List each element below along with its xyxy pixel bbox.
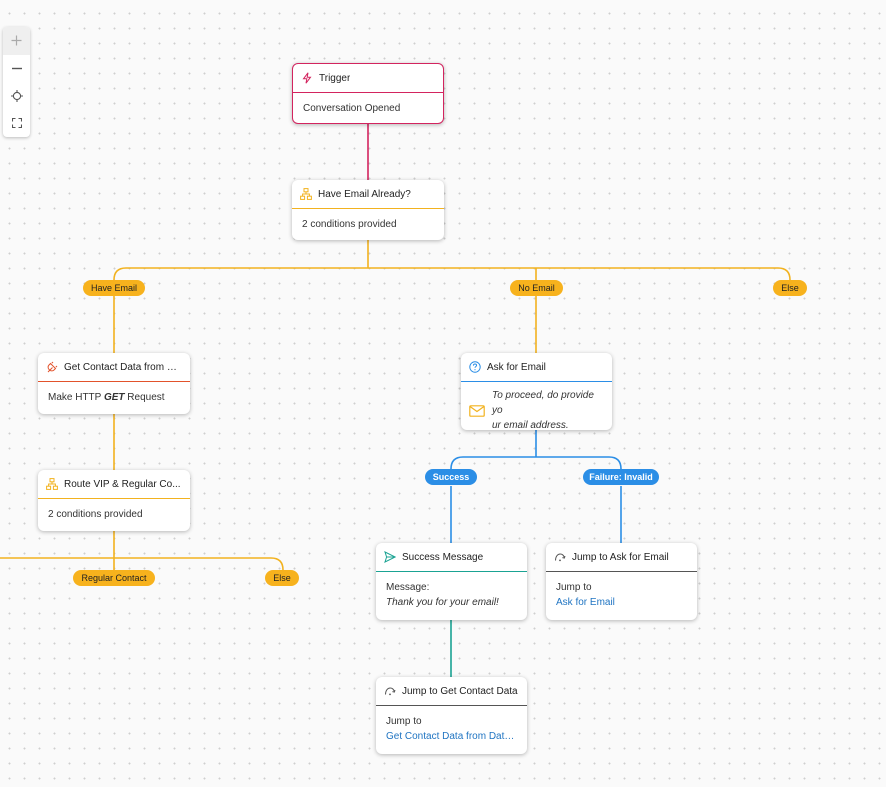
http-request-node[interactable]: Get Contact Data from D... Make HTTP GET… (38, 353, 190, 414)
crosshair-icon (10, 89, 23, 102)
jump-icon (555, 553, 566, 562)
zoom-out-button[interactable] (3, 55, 30, 83)
node-title: Jump to Ask for Email (572, 551, 669, 563)
branch-icon (300, 188, 312, 200)
edge-route-branches (0, 531, 284, 571)
question-icon (469, 361, 481, 373)
jump-label: Jump to (556, 582, 592, 593)
fit-screen-button[interactable] (3, 110, 30, 138)
jump-target-link[interactable]: Ask for Email (556, 597, 615, 608)
branch-have-email[interactable]: Have Email (83, 280, 145, 296)
minus-icon (11, 67, 22, 69)
fit-screen-icon (11, 118, 22, 129)
branch-no-email[interactable]: No Email (510, 280, 563, 296)
node-title: Have Email Already? (318, 188, 411, 200)
edge-ask-branches (450, 430, 622, 470)
node-title: Ask for Email (487, 361, 546, 373)
jump-target-link[interactable]: Get Contact Data from Data ... (386, 731, 517, 742)
node-body: Make HTTP GET Request (38, 382, 190, 413)
jump-label: Jump to (386, 716, 422, 727)
zoom-in-button[interactable] (3, 27, 30, 55)
node-title: Route VIP & Regular Co... (64, 478, 181, 490)
branch-failure-invalid[interactable]: Failure: Invalid (583, 469, 659, 485)
message-node-success[interactable]: Success Message Message: Thank you for y… (376, 543, 527, 620)
plus-icon (11, 35, 22, 46)
question-node-ask-email[interactable]: Ask for Email To proceed, do provide yo … (461, 353, 612, 430)
question-text: To proceed, do provide yo ur email addre… (492, 390, 594, 430)
node-body: 2 conditions provided (302, 219, 397, 230)
jump-icon (385, 687, 396, 696)
center-view-button[interactable] (3, 82, 30, 110)
branch-icon (46, 478, 58, 490)
node-title: Get Contact Data from D... (64, 361, 182, 373)
node-title: Success Message (402, 551, 484, 563)
condition-node-route-vip[interactable]: Route VIP & Regular Co... 2 conditions p… (38, 470, 190, 531)
http-request-icon (47, 361, 58, 373)
message-label: Message: (386, 582, 430, 593)
email-icon (469, 404, 485, 417)
branch-regular-contact[interactable]: Regular Contact (73, 570, 155, 586)
condition-node-have-email[interactable]: Have Email Already? 2 conditions provide… (292, 180, 444, 240)
branch-success[interactable]: Success (425, 469, 477, 485)
http-text-suffix: Request (127, 392, 165, 403)
message-text: Thank you for your email! (386, 597, 499, 608)
send-icon (384, 551, 396, 563)
node-title: Trigger (319, 72, 351, 84)
http-method: GET (103, 392, 125, 403)
edge-condition-branches (113, 240, 791, 281)
canvas-toolbar (3, 27, 30, 137)
node-title: Jump to Get Contact Data (402, 685, 518, 697)
branch-else[interactable]: Else (773, 280, 807, 296)
branch-else[interactable]: Else (265, 570, 299, 586)
lightning-icon (302, 72, 312, 84)
node-body: Conversation Opened (303, 103, 401, 114)
trigger-node[interactable]: Trigger Conversation Opened (292, 63, 444, 124)
node-body: 2 conditions provided (48, 509, 143, 520)
jump-node-ask-email[interactable]: Jump to Ask for Email Jump to Ask for Em… (546, 543, 697, 620)
http-text-prefix: Make HTTP (48, 392, 102, 403)
jump-node-get-contact[interactable]: Jump to Get Contact Data Jump to Get Con… (376, 677, 527, 754)
